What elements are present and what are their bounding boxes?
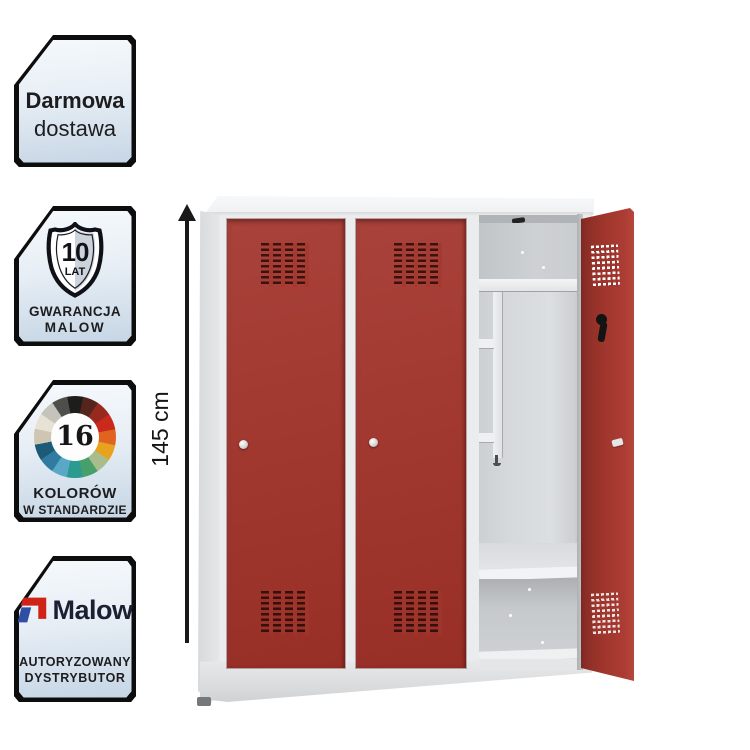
shield-icon: 10 LAT [42,221,108,298]
screw-hole [541,641,544,644]
interior-lower-cavity [479,579,581,651]
door-lock [369,438,378,447]
malow-logo-icon [17,597,46,623]
brand-name: Malow [52,594,134,625]
door-lock [239,440,248,449]
malow-logo: Malow [17,594,134,626]
vent-grille [394,243,442,287]
interior-top-shelf [479,279,581,292]
vent-grille [590,592,621,636]
dimension-height-label: 145 cm [147,391,173,467]
badge-distributor: Malow AUTORYZOWANY DYSTRYBUTOR [14,556,136,702]
screw-hole [528,588,531,591]
interior-plinth [479,659,581,670]
vent-grille [261,591,309,635]
colors-label-2: W STANDARDZIE [23,502,127,517]
vent-grille [590,244,621,288]
warranty-years-unit: LAT [64,265,86,278]
color-count: 16 [51,412,99,461]
interior-divider [493,292,502,458]
interior-mini-shelf [479,339,494,349]
open-compartment-interior [479,215,581,670]
cabinet-top-face [203,196,594,215]
coat-hook [493,463,501,466]
vent-grille [261,243,309,287]
badge-free-delivery: Darmowa dostawa [14,35,136,167]
color-wheel-icon: 16 [34,395,116,478]
screw-hole [521,251,524,254]
coat-hook [495,455,498,465]
free-delivery-label-1: Darmowa [25,87,125,113]
distributor-label-2: DYSTRYBUTOR [24,670,126,685]
interior-upper-back-wall [479,223,581,279]
warranty-years: 10 [61,236,90,267]
badge-warranty: 10 LAT GWARANCJA MALOW [14,206,136,346]
cabinet-foot [197,697,211,706]
screw-hole [509,614,512,617]
door-3-open [581,208,634,681]
screw-hole [542,266,545,269]
interior-mini-shelf [479,433,494,443]
door-2 [356,219,466,668]
warranty-label-1: GWARANCJA [28,303,122,319]
free-delivery-label-2: dostawa [34,115,116,141]
cabinet-left-side-panel [198,211,220,703]
colors-label-1: KOLORÓW [33,484,117,502]
door-hinge-seam [577,214,583,670]
warranty-label-2: MALOW [44,319,106,335]
interior-ceiling-shadow [479,215,581,223]
dimension-arrow-head [178,204,196,221]
door-latch [596,314,607,325]
badge-colors: 16 KOLORÓW W STANDARDZIE [14,380,136,522]
door-1 [227,219,345,668]
vent-grille [394,591,442,635]
dimension-arrow-line [185,219,189,643]
distributor-label-1: AUTORYZOWANY [19,654,131,669]
door-edge-catch [611,437,624,448]
